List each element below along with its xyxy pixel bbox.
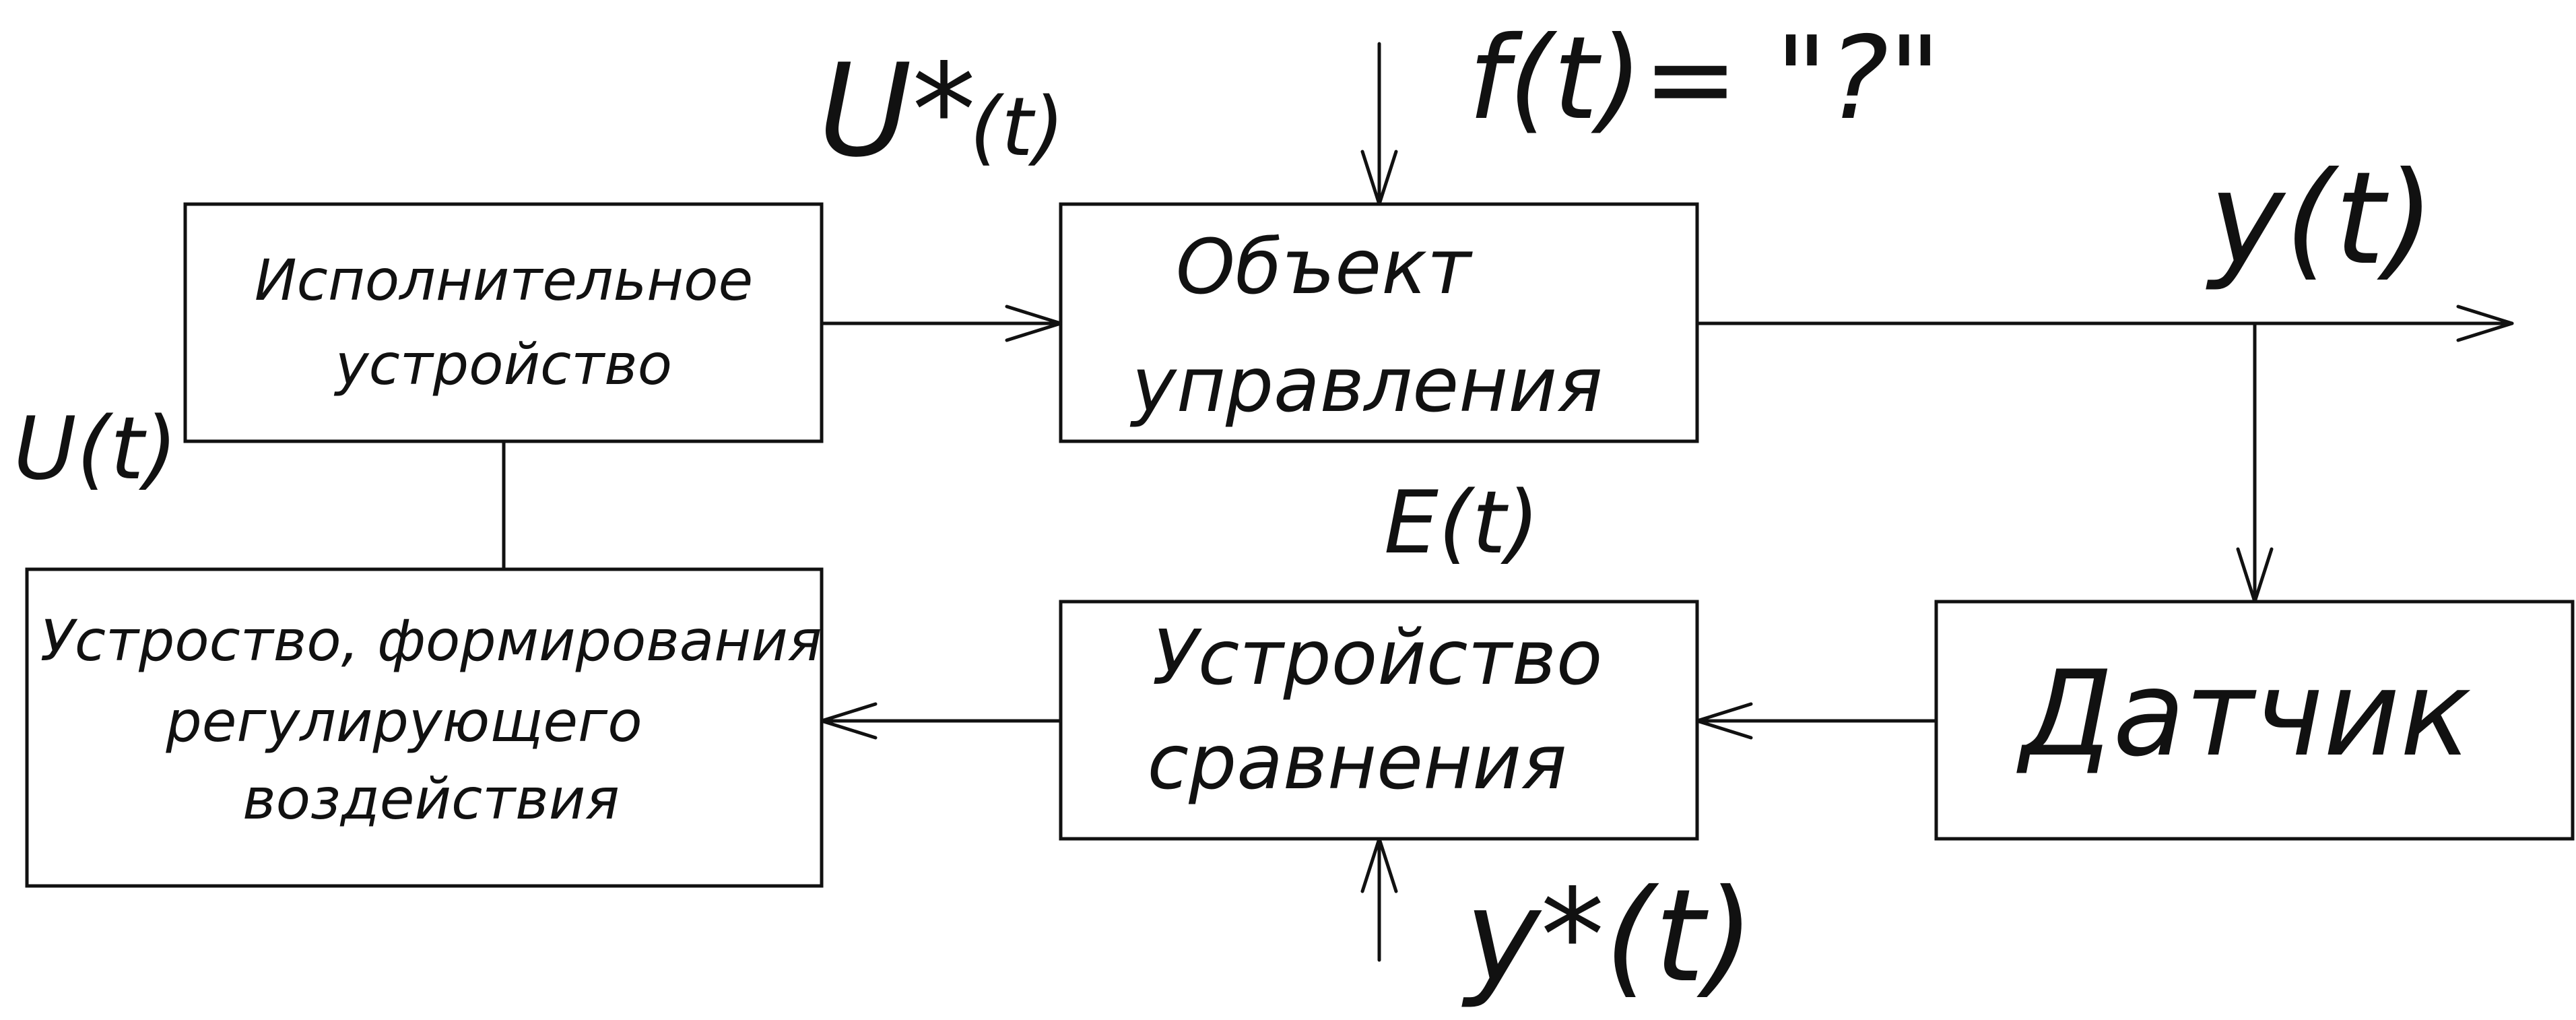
- arrow-sensor-to-comparator: [1695, 702, 1938, 740]
- comparator-block: Устройство сравнения: [1059, 600, 1699, 841]
- arrow-actuator-to-plant: [820, 305, 1063, 342]
- plant-label-line2: управления: [1129, 342, 1602, 429]
- arrow-output-to-sensor: [2236, 321, 2274, 604]
- signal-label-error: E(t): [1384, 473, 1540, 573]
- u-star-main: U*: [818, 36, 976, 185]
- actuator-label-line1: Исполнительное: [255, 247, 753, 313]
- signal-label-setpoint: y*(t): [1461, 862, 1754, 1011]
- arrow-disturbance-to-plant: [1360, 42, 1398, 206]
- signal-label-control: U(t): [13, 399, 178, 499]
- signal-label-output: y(t): [2206, 144, 2435, 293]
- controller-label-line1: Устроство, формирования: [40, 608, 822, 674]
- comparator-label-line1: Устройство: [1152, 614, 1603, 702]
- plant-block: Объект управления: [1059, 202, 1699, 443]
- actuator-block: Исполнительное устройство: [183, 202, 824, 443]
- plant-label-line1: Объект: [1176, 224, 1473, 311]
- actuator-label-line2: устройство: [333, 331, 672, 397]
- arrow-setpoint-to-comparator: [1360, 837, 1398, 962]
- sensor-block: Датчик: [1934, 600, 2575, 841]
- controller-block: Устроство, формирования регулирующего во…: [25, 567, 824, 888]
- controller-label-line3: воздействия: [242, 766, 620, 832]
- signal-label-disturbance: f(t)= "?": [1468, 12, 1941, 146]
- arrow-plant-output: [1695, 305, 2514, 342]
- controller-label-line2: регулирующего: [165, 689, 642, 755]
- signal-label-u-star: U* (t): [818, 36, 1065, 185]
- u-star-arg: (t): [970, 81, 1065, 174]
- arrow-comparator-to-controller: [820, 702, 1063, 740]
- sensor-label: Датчик: [2016, 646, 2472, 783]
- comparator-label-line2: сравнения: [1148, 719, 1567, 806]
